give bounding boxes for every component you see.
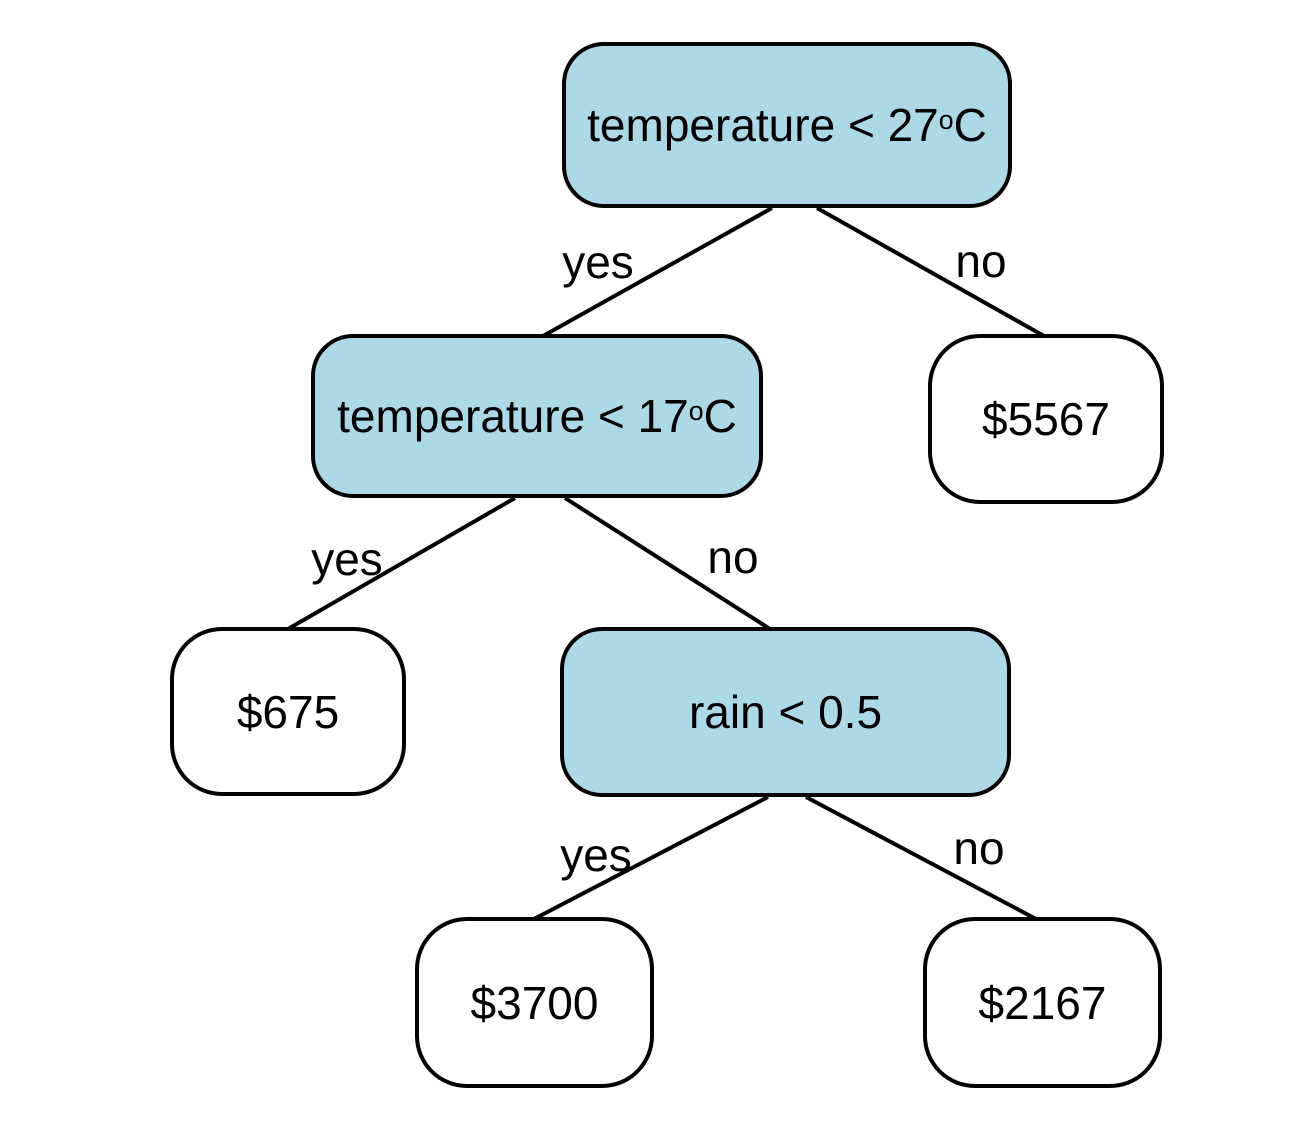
node-label-text: rain < 0.5: [688, 686, 883, 738]
degree-symbol: o: [688, 396, 704, 426]
edge-line-root-to-5567: [816, 206, 1045, 338]
unit-text: C: [953, 99, 987, 151]
edge-line-temp17-to-rain: [563, 496, 772, 631]
node-label: temperature < 17oC: [337, 393, 737, 439]
node-temperature-lt-17: temperature < 17oC: [311, 334, 763, 498]
node-rain-lt-0-5: rain < 0.5: [560, 627, 1011, 797]
edge-line-rain-to-3700: [533, 795, 769, 921]
edge-line-rain-to-2167: [805, 795, 1037, 921]
degree-symbol: o: [938, 105, 954, 135]
edge-line-temp17-to-675: [287, 496, 516, 631]
leaf-value: $675: [236, 685, 340, 738]
leaf-value: $3700: [470, 976, 599, 1029]
leaf-value: $5567: [982, 393, 1110, 445]
edge-label-yes: yes: [562, 236, 634, 288]
leaf-2167: $2167: [923, 917, 1162, 1088]
edge-label-no: no: [707, 531, 759, 583]
leaf-value: $2167: [978, 976, 1107, 1029]
edge-line-root-to-temp17: [542, 206, 773, 338]
leaf-5567: $5567: [928, 334, 1164, 504]
edge-label-yes: yes: [560, 829, 632, 881]
edge-label-no: no: [955, 235, 1007, 287]
leaf-3700: $3700: [415, 917, 654, 1088]
edge-label-yes: yes: [311, 533, 383, 585]
leaf-675: $675: [170, 627, 406, 796]
node-label: temperature < 27oC: [587, 102, 987, 148]
node-label-text: temperature < 27: [587, 99, 939, 151]
node-label: rain < 0.5: [689, 689, 882, 735]
node-label-text: temperature < 17: [337, 390, 689, 442]
unit-text: C: [703, 390, 737, 442]
edge-label-no: no: [953, 822, 1005, 874]
node-temperature-lt-27: temperature < 27oC: [562, 42, 1012, 208]
